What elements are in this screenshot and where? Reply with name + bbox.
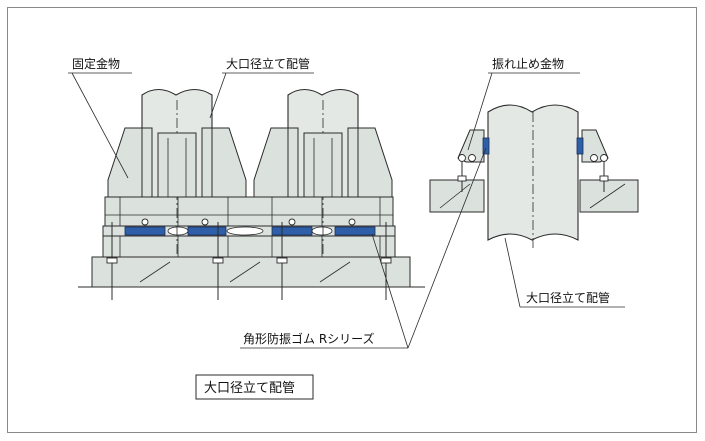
figure-frame <box>7 7 697 433</box>
fixing-gusset <box>211 127 247 198</box>
label-anti-sway-hardware: 振れ止め金物 <box>492 56 564 71</box>
right-assembly <box>429 104 639 250</box>
label-large-pipe-top: 大口径立て配管 <box>226 56 310 71</box>
left-assembly <box>78 88 425 300</box>
label-rubber-series: 角形防振ゴム Rシリーズ <box>243 331 375 346</box>
slab-left <box>429 179 485 213</box>
label-large-pipe-right: 大口径立て配管 <box>526 290 610 305</box>
rubber-pad <box>124 226 166 236</box>
fixing-gusset <box>357 127 393 198</box>
caption-box <box>195 374 314 400</box>
left-pipe <box>107 88 247 255</box>
rubber-row <box>102 225 396 237</box>
right-pipe <box>253 88 393 255</box>
caption-text: 大口径立て配管 <box>204 381 295 396</box>
anchor-bolts <box>106 218 392 300</box>
label-fixing-hardware: 固定金物 <box>72 56 120 71</box>
slab-right <box>579 179 639 213</box>
base-hatch <box>139 261 351 283</box>
leader-lines <box>68 72 625 349</box>
rubber-pad <box>187 226 227 236</box>
fixing-gusset <box>107 127 143 198</box>
rubber-pad <box>334 226 376 236</box>
rubber-pad <box>271 226 313 236</box>
concrete-base <box>91 256 411 288</box>
fixing-gusset <box>253 127 289 198</box>
